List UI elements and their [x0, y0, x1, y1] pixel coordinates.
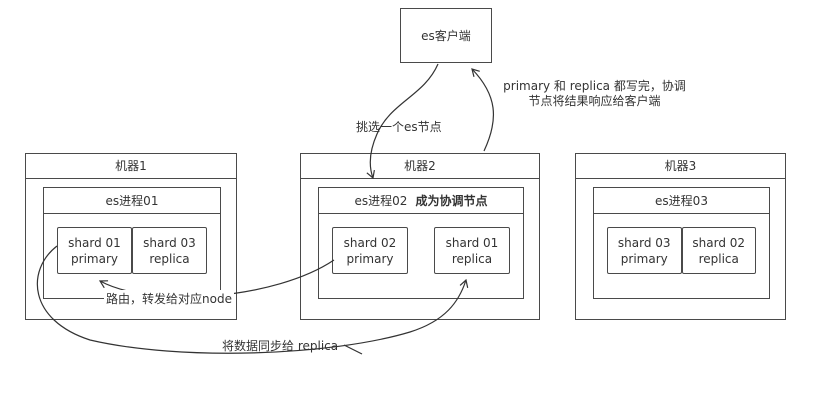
shard-role: primary [346, 251, 394, 266]
machine-1-process-box: es进程01 shard 01 primary shard 03 replica [43, 187, 221, 299]
shard-01-replica: shard 01 replica [434, 227, 510, 274]
annotation-sync: 将数据同步给 replica [222, 339, 339, 353]
sync-label-leader-line [343, 344, 363, 355]
machine-1-process-title: es进程01 [44, 188, 220, 214]
es-client-box: es客户端 [400, 8, 492, 63]
annotation-pick-node: 挑选一个es节点 [356, 120, 442, 134]
machine-2-process-box: es进程02 成为协调节点 shard 02 primary shard 01 … [318, 187, 524, 299]
shard-role: primary [620, 251, 668, 266]
machine-1-process-name: es进程01 [105, 194, 159, 208]
shard-role: replica [149, 251, 190, 266]
machine-2-process-title: es进程02 成为协调节点 [319, 188, 523, 214]
es-client-label: es客户端 [421, 29, 471, 43]
machine-3-process-title: es进程03 [594, 188, 769, 214]
machine-2-shards: shard 02 primary shard 01 replica [319, 214, 523, 274]
shard-role: replica [698, 251, 739, 266]
machine-3-process-name: es进程03 [655, 194, 708, 208]
machine-3-process-box: es进程03 shard 03 primary shard 02 replica [593, 187, 770, 299]
annotation-write-done-line2: 节点将结果响应给客户端 [528, 94, 661, 108]
shard-name: shard 01 [68, 235, 121, 250]
shard-name: shard 01 [445, 235, 499, 250]
machine-2-process-note: 成为协调节点 [415, 194, 488, 208]
shard-01-primary: shard 01 primary [57, 227, 132, 274]
shard-name: shard 03 [617, 235, 671, 250]
shard-02-primary: shard 02 primary [332, 227, 408, 274]
shard-name: shard 02 [343, 235, 397, 250]
shard-03-primary: shard 03 primary [607, 227, 682, 274]
annotation-write-done-line1: primary 和 replica 都写完，协调 [503, 79, 686, 93]
machine-3-shards: shard 03 primary shard 02 replica [594, 214, 769, 274]
machine-1-title: 机器1 [26, 154, 236, 179]
machine-2-process-name: es进程02 [354, 194, 408, 208]
shard-role: primary [71, 251, 118, 266]
shard-03-replica: shard 03 replica [132, 227, 207, 274]
annotation-write-done: primary 和 replica 都写完，协调 节点将结果响应给客户端 [487, 79, 702, 109]
shard-name: shard 03 [143, 235, 196, 250]
shard-02-replica: shard 02 replica [681, 227, 756, 274]
shard-role: replica [451, 251, 493, 266]
machine-1-shards: shard 01 primary shard 03 replica [44, 214, 220, 274]
machine-2: 机器2 es进程02 成为协调节点 shard 02 primary shard… [300, 153, 540, 320]
machine-3-title: 机器3 [576, 154, 785, 179]
machine-3: 机器3 es进程03 shard 03 primary shard 02 rep… [575, 153, 786, 320]
machine-2-title: 机器2 [301, 154, 539, 179]
shard-name: shard 02 [692, 235, 746, 250]
annotation-route: 路由，转发给对应node [104, 290, 234, 307]
